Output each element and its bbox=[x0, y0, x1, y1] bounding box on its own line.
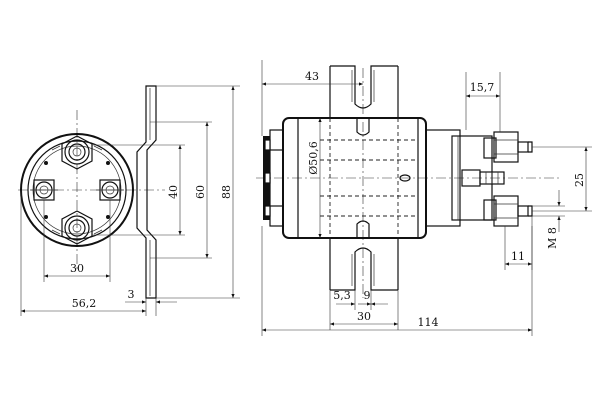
dim-m8-label: M 8 bbox=[546, 227, 559, 249]
side-view: 43 15,7 Ø50,6 25 M 8 11 5,3 9 bbox=[256, 60, 592, 336]
front-view: 88 60 40 30 56,2 3 bbox=[18, 85, 240, 316]
top-terminal bbox=[61, 135, 93, 170]
dim-3-label: 3 bbox=[128, 288, 135, 301]
dim-114-label: 114 bbox=[418, 316, 439, 329]
dim-60-label: 60 bbox=[194, 185, 207, 199]
bottom-mount-tab bbox=[329, 238, 399, 291]
dim-30-side-label: 30 bbox=[357, 310, 371, 323]
housing-inner-circle bbox=[27, 140, 127, 240]
bottom-terminal bbox=[61, 210, 93, 245]
dim-15-7-label: 15,7 bbox=[470, 81, 495, 94]
control-stud bbox=[461, 169, 505, 187]
dim-56-2-label: 56,2 bbox=[72, 297, 97, 310]
mounting-bracket bbox=[136, 85, 157, 299]
bottom-stud bbox=[483, 195, 533, 227]
dim-43-label: 43 bbox=[305, 70, 319, 83]
dim-5-3-label: 5,3 bbox=[333, 289, 351, 302]
dim-88-label: 88 bbox=[220, 185, 233, 199]
dim-dia-50-6-label: Ø50,6 bbox=[307, 141, 320, 175]
dim-11-label: 11 bbox=[511, 250, 525, 263]
right-small-terminal bbox=[96, 179, 124, 201]
dim-25-label: 25 bbox=[573, 173, 586, 187]
top-mount-tab bbox=[329, 65, 399, 118]
left-end-cap bbox=[263, 129, 284, 227]
dim-30-front-label: 30 bbox=[70, 262, 84, 275]
dim-40-label: 40 bbox=[167, 185, 180, 199]
dim-9-label: 9 bbox=[364, 289, 371, 302]
left-small-terminal bbox=[30, 179, 58, 201]
